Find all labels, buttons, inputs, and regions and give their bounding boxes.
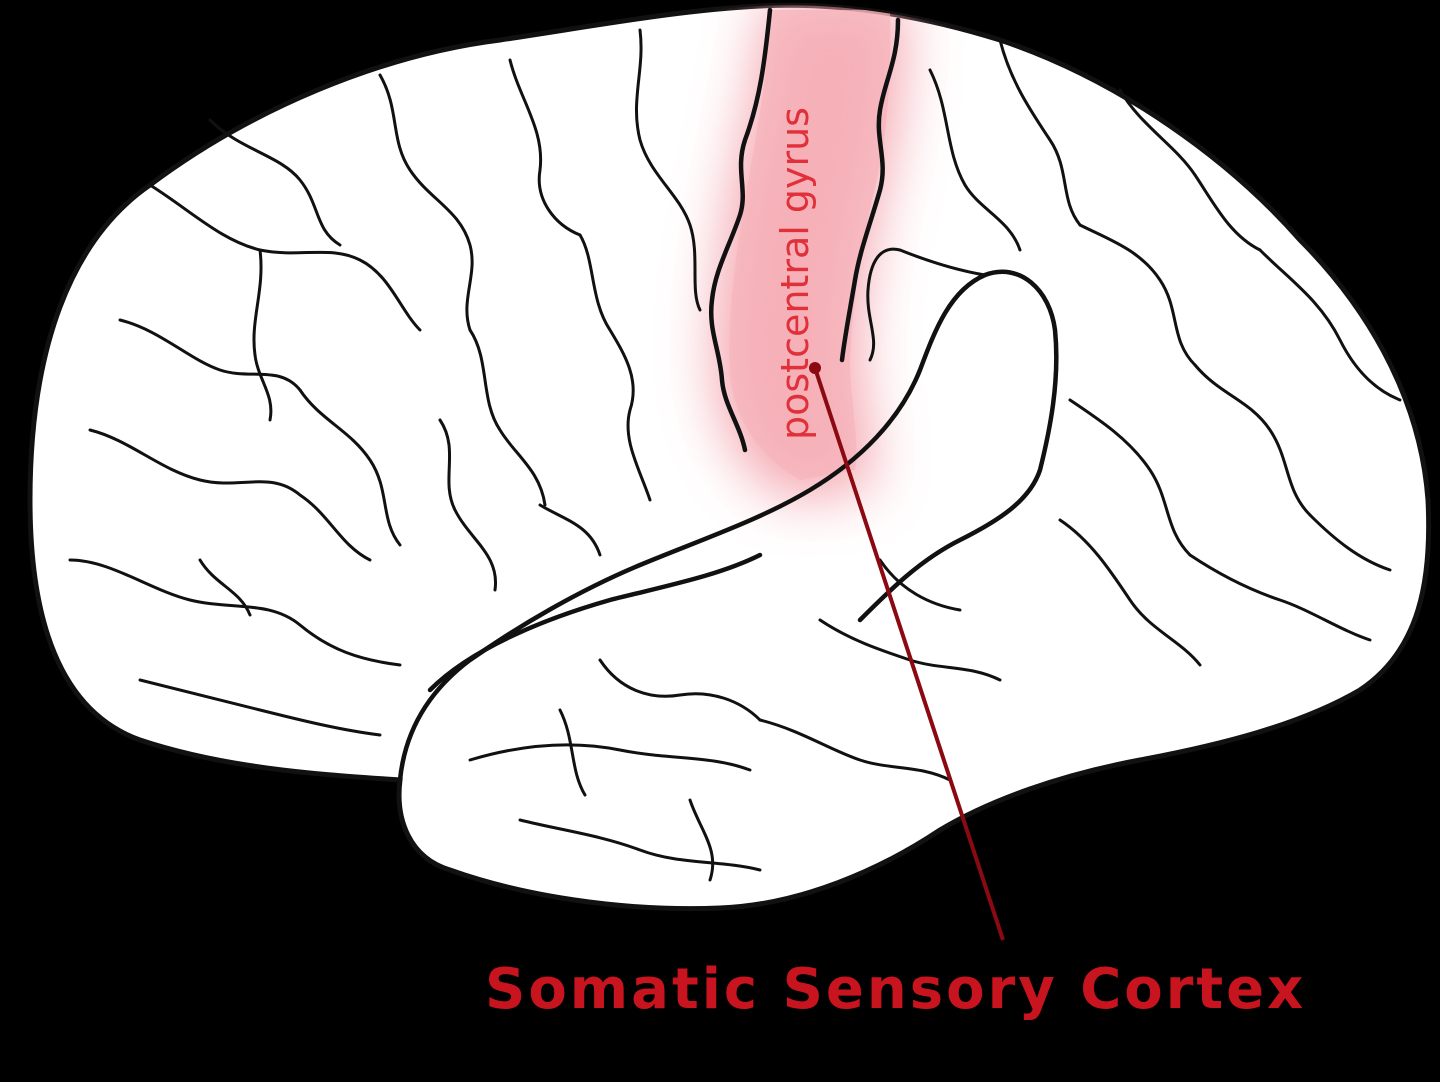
somatic-sensory-cortex-label: Somatic Sensory Cortex: [485, 957, 1306, 1022]
postcentral-gyrus-label: postcentral gyrus: [773, 107, 817, 440]
